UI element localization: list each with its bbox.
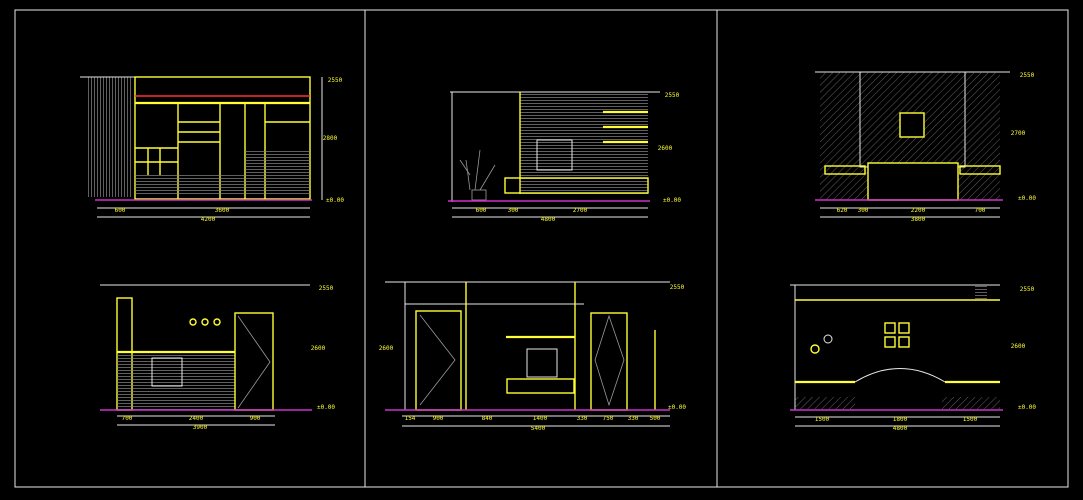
door[interactable] — [590, 312, 628, 411]
mirror — [151, 357, 183, 387]
svg-text:4800: 4800 — [893, 425, 908, 432]
svg-text:5400: 5400 — [531, 425, 546, 432]
tv-cabinet — [504, 177, 649, 194]
svg-text:±0.00: ±0.00 — [1018, 195, 1036, 202]
wall-panel-hatch — [117, 352, 235, 410]
bed — [867, 162, 959, 201]
plant-icon — [459, 149, 496, 191]
desk-wall-elevation[interactable]: 700 2400 900 3900 2600 2550 ±0.00 — [100, 284, 335, 431]
svg-text:2400: 2400 — [189, 415, 204, 422]
svg-text:4200: 4200 — [201, 216, 216, 223]
svg-text:840: 840 — [482, 415, 493, 422]
svg-text:1500: 1500 — [815, 416, 830, 423]
svg-text:2600: 2600 — [379, 345, 394, 352]
wardrobe-elevation[interactable]: 600 3600 4200 2800 2550 ±0.00 — [80, 76, 344, 223]
svg-text:154: 154 — [405, 415, 416, 422]
svg-text:2550: 2550 — [319, 285, 334, 292]
svg-text:2550: 2550 — [665, 92, 680, 99]
svg-text:900: 900 — [433, 415, 444, 422]
svg-text:900: 900 — [250, 415, 261, 422]
svg-text:330: 330 — [628, 415, 639, 422]
bed-wall-elevation[interactable]: 620 300 2200 700 3800 2700 2550 ±0.00 — [815, 71, 1036, 223]
svg-text:1800: 1800 — [893, 416, 908, 423]
svg-text:±0.00: ±0.00 — [1018, 404, 1036, 411]
svg-text:4800: 4800 — [541, 216, 556, 223]
drawer-hatch — [135, 175, 245, 195]
svg-text:2200: 2200 — [911, 207, 926, 214]
svg-text:300: 300 — [858, 207, 869, 214]
pendant-lamp — [823, 334, 833, 344]
svg-text:2700: 2700 — [573, 207, 588, 214]
svg-text:2800: 2800 — [323, 135, 338, 142]
svg-text:2550: 2550 — [670, 284, 685, 291]
svg-text:3600: 3600 — [215, 207, 230, 214]
svg-text:±0.00: ±0.00 — [317, 404, 335, 411]
svg-text:2550: 2550 — [328, 77, 343, 84]
svg-text:2550: 2550 — [1020, 72, 1035, 79]
svg-text:2600: 2600 — [1011, 343, 1026, 350]
svg-text:500: 500 — [650, 415, 661, 422]
svg-text:2600: 2600 — [658, 145, 673, 152]
svg-text:330: 330 — [577, 415, 588, 422]
door-wall-elevation[interactable]: 154 900 840 1400 330 750 330 500 5400 26… — [379, 281, 687, 432]
svg-text:1400: 1400 — [533, 415, 548, 422]
svg-text:2600: 2600 — [311, 345, 326, 352]
svg-text:620: 620 — [837, 207, 848, 214]
svg-text:300: 300 — [508, 207, 519, 214]
tv-wall-elevation[interactable]: 600 300 2700 4800 2600 2550 ±0.00 — [448, 91, 681, 223]
door[interactable] — [234, 312, 274, 411]
curtain-hatch — [88, 77, 133, 197]
svg-text:±0.00: ±0.00 — [326, 197, 344, 204]
svg-text:2700: 2700 — [1011, 130, 1026, 137]
svg-text:3900: 3900 — [193, 424, 208, 431]
sheet-border — [14, 9, 1069, 488]
bathtub-canopy — [854, 368, 946, 383]
tv — [536, 139, 573, 171]
svg-text:3800: 3800 — [911, 216, 926, 223]
svg-text:1500: 1500 — [963, 416, 978, 423]
svg-text:700: 700 — [975, 207, 986, 214]
svg-text:±0.00: ±0.00 — [663, 197, 681, 204]
wardrobe-outline — [134, 76, 311, 200]
svg-text:600: 600 — [115, 207, 126, 214]
svg-text:750: 750 — [603, 415, 614, 422]
tv — [526, 348, 558, 378]
tv-cabinet — [506, 378, 575, 394]
bath-wall-elevation[interactable]: 1500 1800 1500 4800 2600 2550 ±0.00 — [790, 284, 1036, 432]
svg-text:2550: 2550 — [1020, 286, 1035, 293]
svg-text:700: 700 — [122, 415, 133, 422]
wall-lamp — [899, 112, 925, 138]
svg-text:±0.00: ±0.00 — [668, 404, 686, 411]
svg-text:600: 600 — [476, 207, 487, 214]
pendant-lamp — [810, 344, 820, 354]
